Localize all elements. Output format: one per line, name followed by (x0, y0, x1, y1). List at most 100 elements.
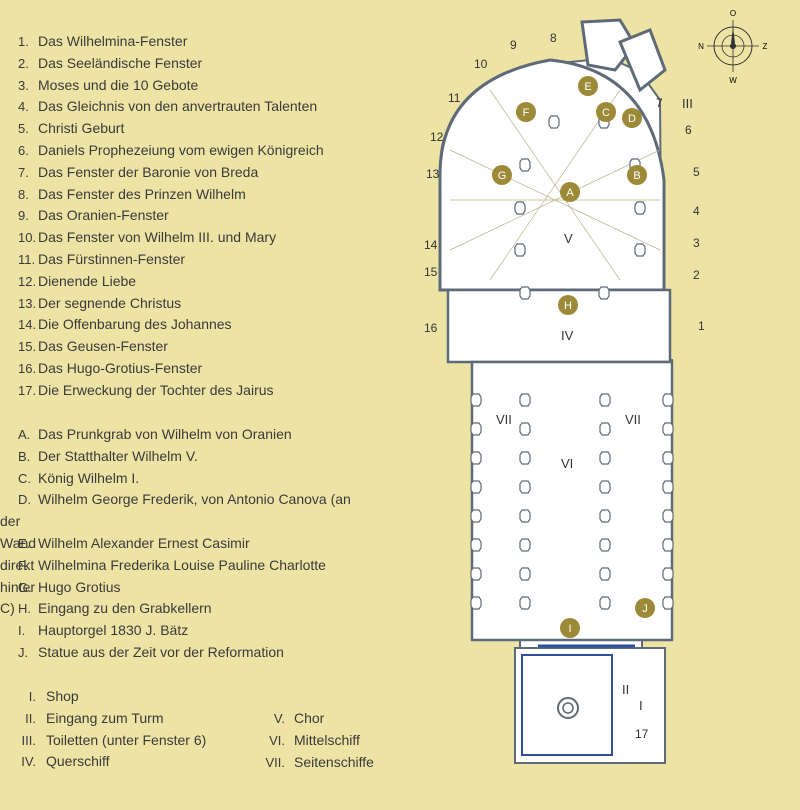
item-number: 4. (18, 99, 29, 115)
item-number: 6. (18, 142, 29, 158)
item-number: 8. (18, 186, 29, 202)
item-label: Wilhelm Alexander Ernest Casimir (38, 534, 250, 551)
monument-marker-a[interactable]: A (560, 182, 580, 202)
monument-marker-c[interactable]: C (596, 102, 616, 122)
column (599, 480, 611, 494)
item-number: G. (18, 579, 32, 595)
item-number: I. (28, 689, 36, 704)
item-number: 10. (18, 230, 37, 246)
item-label: Eingang zum Turm (46, 709, 164, 726)
item-label: Querschiff (46, 753, 110, 770)
item-number: II. (25, 710, 36, 726)
item-number: III. (21, 732, 36, 748)
column (548, 115, 560, 129)
item-label: Wilhelmina Frederika Louise Pauline Char… (38, 556, 326, 573)
column (514, 243, 526, 257)
column (662, 451, 674, 465)
church-outline (438, 18, 674, 764)
column (519, 158, 531, 172)
column (634, 243, 646, 257)
column (662, 567, 674, 581)
window-label-6: 6 (685, 123, 692, 137)
item-label: Das Fürstinnen-Fenster (38, 250, 186, 267)
item-label: Die Erweckung der Tochter des Jairus (38, 381, 274, 398)
window-label-7: 7 (656, 96, 663, 110)
item-number: D. (18, 492, 31, 508)
item-label: Das Fenster von Wilhelm III. und Mary (38, 229, 277, 246)
svg-text:B: B (633, 170, 640, 182)
item-number: 7. (18, 164, 29, 180)
column (599, 451, 611, 465)
monument-marker-i[interactable]: I (560, 618, 580, 638)
window-label-group: 1 2 3 4 5 6 7 8 9 10 11 12 13 14 15 16 1… (424, 31, 705, 741)
area-label-tower: II (622, 682, 629, 697)
column (470, 480, 482, 494)
item-number: 16. (18, 360, 37, 376)
item-number: 17. (18, 382, 37, 398)
item-number: A. (18, 427, 31, 442)
column (470, 567, 482, 581)
item-label: Das Prunkgrab von Wilhelm von Oranien (38, 426, 292, 442)
item-label: Christi Geburt (38, 120, 125, 137)
item-label: Der Statthalter Wilhelm V. (38, 447, 198, 464)
column (599, 393, 611, 407)
column (470, 596, 482, 610)
column (519, 393, 531, 407)
column (662, 596, 674, 610)
svg-text:A: A (566, 187, 574, 199)
column (662, 509, 674, 523)
item-number: 15. (18, 339, 37, 355)
column (519, 567, 531, 581)
item-label: Mittelschiff (294, 731, 360, 748)
item-label: Der segnende Christus (38, 294, 182, 311)
column (599, 567, 611, 581)
column (599, 509, 611, 523)
item-label-continued: der Wand direkt hinter C) (0, 513, 37, 617)
column (470, 422, 482, 436)
window-label-12: 12 (430, 130, 444, 144)
svg-text:G: G (498, 170, 507, 182)
item-label: Eingang zu den Grabkellern (38, 600, 212, 617)
window-label-4: 4 (693, 204, 700, 218)
item-label: Das Oranien-Fenster (38, 207, 169, 224)
floor-plan-svg: O W N Z (424, 9, 768, 764)
item-number: VII. (265, 754, 285, 770)
window-label-14: 14 (424, 238, 438, 252)
item-label: Das Geusen-Fenster (38, 338, 168, 355)
compass-east: Z (763, 42, 768, 51)
monument-marker-b[interactable]: B (627, 165, 647, 185)
monument-marker-e[interactable]: E (578, 76, 598, 96)
monument-marker-d[interactable]: D (622, 108, 642, 128)
monument-marker-f[interactable]: F (516, 102, 536, 122)
column-group (470, 115, 674, 610)
item-label: Wilhelm George Frederik, von Antonio Can… (38, 491, 351, 508)
area-label-nave: VI (561, 456, 573, 471)
item-label: Hugo Grotius (38, 578, 121, 595)
column (519, 596, 531, 610)
column (470, 451, 482, 465)
church-floor-plan: O W N Z (410, 0, 800, 810)
column (598, 286, 610, 300)
area-label-group: V IV VI VII VII I II III (496, 96, 693, 713)
item-number: IV. (21, 754, 36, 770)
item-label: Die Offenbarung des Johannes (38, 316, 232, 333)
compass-icon: O W N Z (698, 9, 767, 85)
item-number: 1. (18, 34, 29, 49)
item-number: 3. (18, 77, 29, 93)
item-number: E. (18, 535, 31, 551)
monument-marker-j[interactable]: J (635, 598, 655, 618)
area-label-transept: IV (561, 328, 574, 343)
monument-marker-g[interactable]: G (492, 165, 512, 185)
monument-marker-h[interactable]: H (558, 295, 578, 315)
column (634, 201, 646, 215)
item-label: Das Hugo-Grotius-Fenster (38, 359, 203, 376)
window-label-8: 8 (550, 31, 557, 45)
item-number: 5. (18, 121, 29, 137)
window-label-16: 16 (424, 321, 438, 335)
column (599, 596, 611, 610)
item-number: 11. (18, 251, 36, 267)
svg-text:F: F (523, 107, 530, 119)
column (470, 509, 482, 523)
